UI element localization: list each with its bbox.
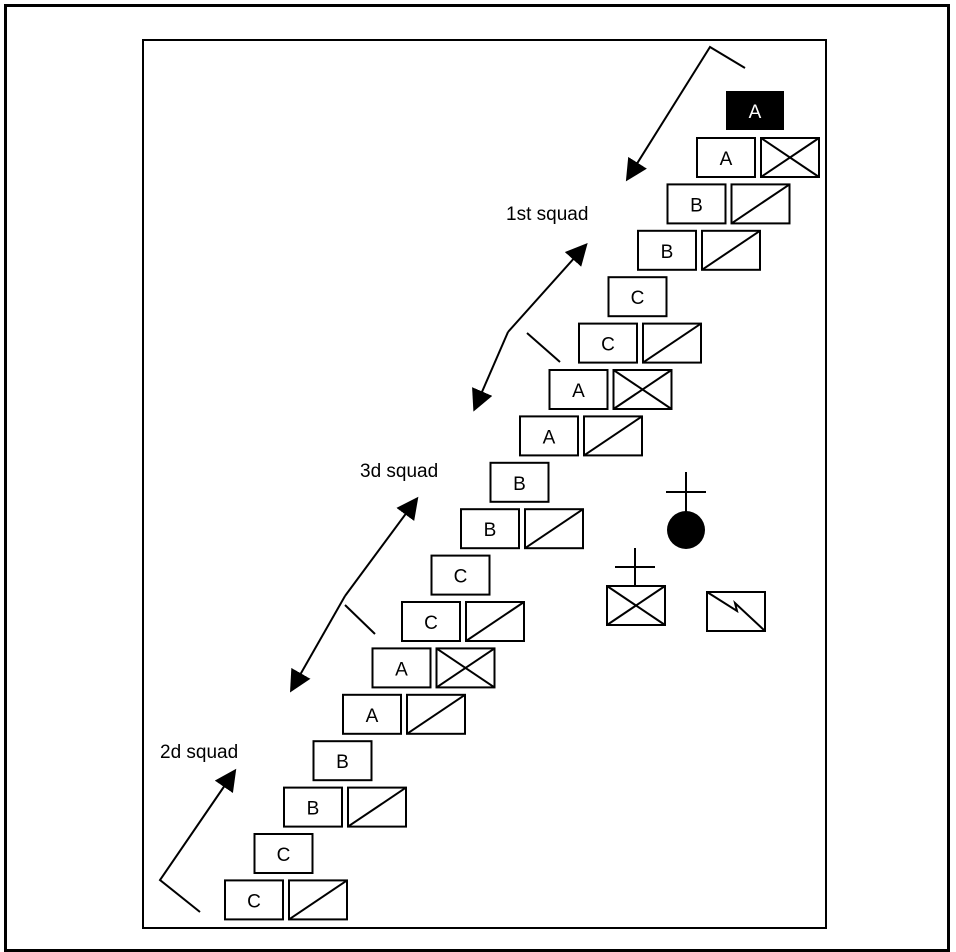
team-rows: A B B C C A A B B C C A A B B C C — [224, 137, 820, 921]
second-squad-label: 2d squad — [160, 742, 238, 763]
team-letter-box — [283, 786, 343, 828]
team-letter: B — [690, 195, 703, 216]
team-letter-box — [401, 601, 461, 642]
team-row: C — [224, 879, 348, 921]
team-row: B — [637, 229, 761, 271]
team-letter: B — [661, 242, 674, 263]
first-third-boundary-arrow — [472, 243, 588, 412]
team-letter-box — [548, 369, 609, 410]
team-row: B — [312, 740, 373, 782]
team-letter-box — [371, 647, 432, 689]
team-letter-box — [607, 276, 668, 318]
third-squad-label: 3d squad — [360, 461, 438, 482]
team-letter: A — [395, 659, 408, 680]
team-letter: B — [484, 520, 497, 541]
team-letter: B — [513, 474, 526, 495]
slash-line — [701, 229, 761, 271]
team-letter: C — [601, 335, 615, 356]
slash-line — [465, 601, 525, 642]
team-letter-box — [666, 183, 727, 225]
team-letter-box — [637, 229, 697, 271]
team-letter: C — [247, 891, 261, 912]
leader-letter: A — [749, 102, 762, 123]
cross-line — [760, 137, 820, 178]
team-row: C — [430, 554, 491, 596]
team-row: A — [371, 647, 496, 689]
team-row: C — [253, 833, 314, 874]
slash-line — [288, 879, 348, 921]
team-row: C — [607, 276, 668, 318]
machine-gun-cross-icon — [606, 548, 666, 626]
team-letter: A — [572, 381, 585, 402]
team-letter: A — [366, 706, 379, 727]
team-letter-box — [519, 415, 579, 457]
cross-line — [612, 369, 673, 410]
first-squad-arrow — [625, 45, 746, 182]
team-letter: A — [543, 427, 556, 448]
team-row: B — [489, 461, 550, 503]
team-row: B — [666, 183, 791, 225]
first-squad-label: 1st squad — [506, 204, 588, 225]
team-letter: C — [454, 567, 468, 588]
team-letter: C — [631, 288, 645, 309]
third-second-boundary-arrow — [290, 496, 419, 693]
team-letter-box — [253, 833, 314, 874]
team-letter-box — [342, 693, 402, 735]
team-letter-box — [312, 740, 373, 782]
platoon-leader-dot-icon — [666, 472, 706, 549]
team-letter: B — [307, 799, 320, 820]
team-letter: A — [720, 149, 733, 170]
team-row: B — [283, 786, 407, 828]
second-squad-arrow — [158, 768, 237, 913]
team-row: B — [460, 508, 584, 550]
team-row: C — [401, 601, 525, 642]
slash-line — [406, 693, 466, 735]
team-letter: C — [424, 613, 438, 634]
team-letter-box — [696, 137, 756, 178]
team-letter-box — [489, 461, 550, 503]
team-letter: C — [277, 845, 291, 866]
team-letter-box — [460, 508, 520, 550]
team-row: A — [519, 415, 643, 457]
team-row: C — [578, 322, 702, 364]
radio-zigzag-icon — [706, 591, 766, 632]
slash-line — [730, 183, 791, 225]
cross-line — [435, 647, 496, 689]
team-letter: B — [336, 752, 349, 773]
team-row: A — [342, 693, 466, 735]
slash-line — [642, 322, 702, 364]
team-letter-box — [430, 554, 491, 596]
slash-line — [347, 786, 407, 828]
slash-line — [524, 508, 584, 550]
leader-box: A — [726, 91, 784, 130]
team-row: A — [696, 137, 820, 178]
team-letter-box — [578, 322, 638, 364]
team-row: A — [548, 369, 673, 410]
slash-line — [583, 415, 643, 457]
team-letter-box — [224, 879, 284, 921]
